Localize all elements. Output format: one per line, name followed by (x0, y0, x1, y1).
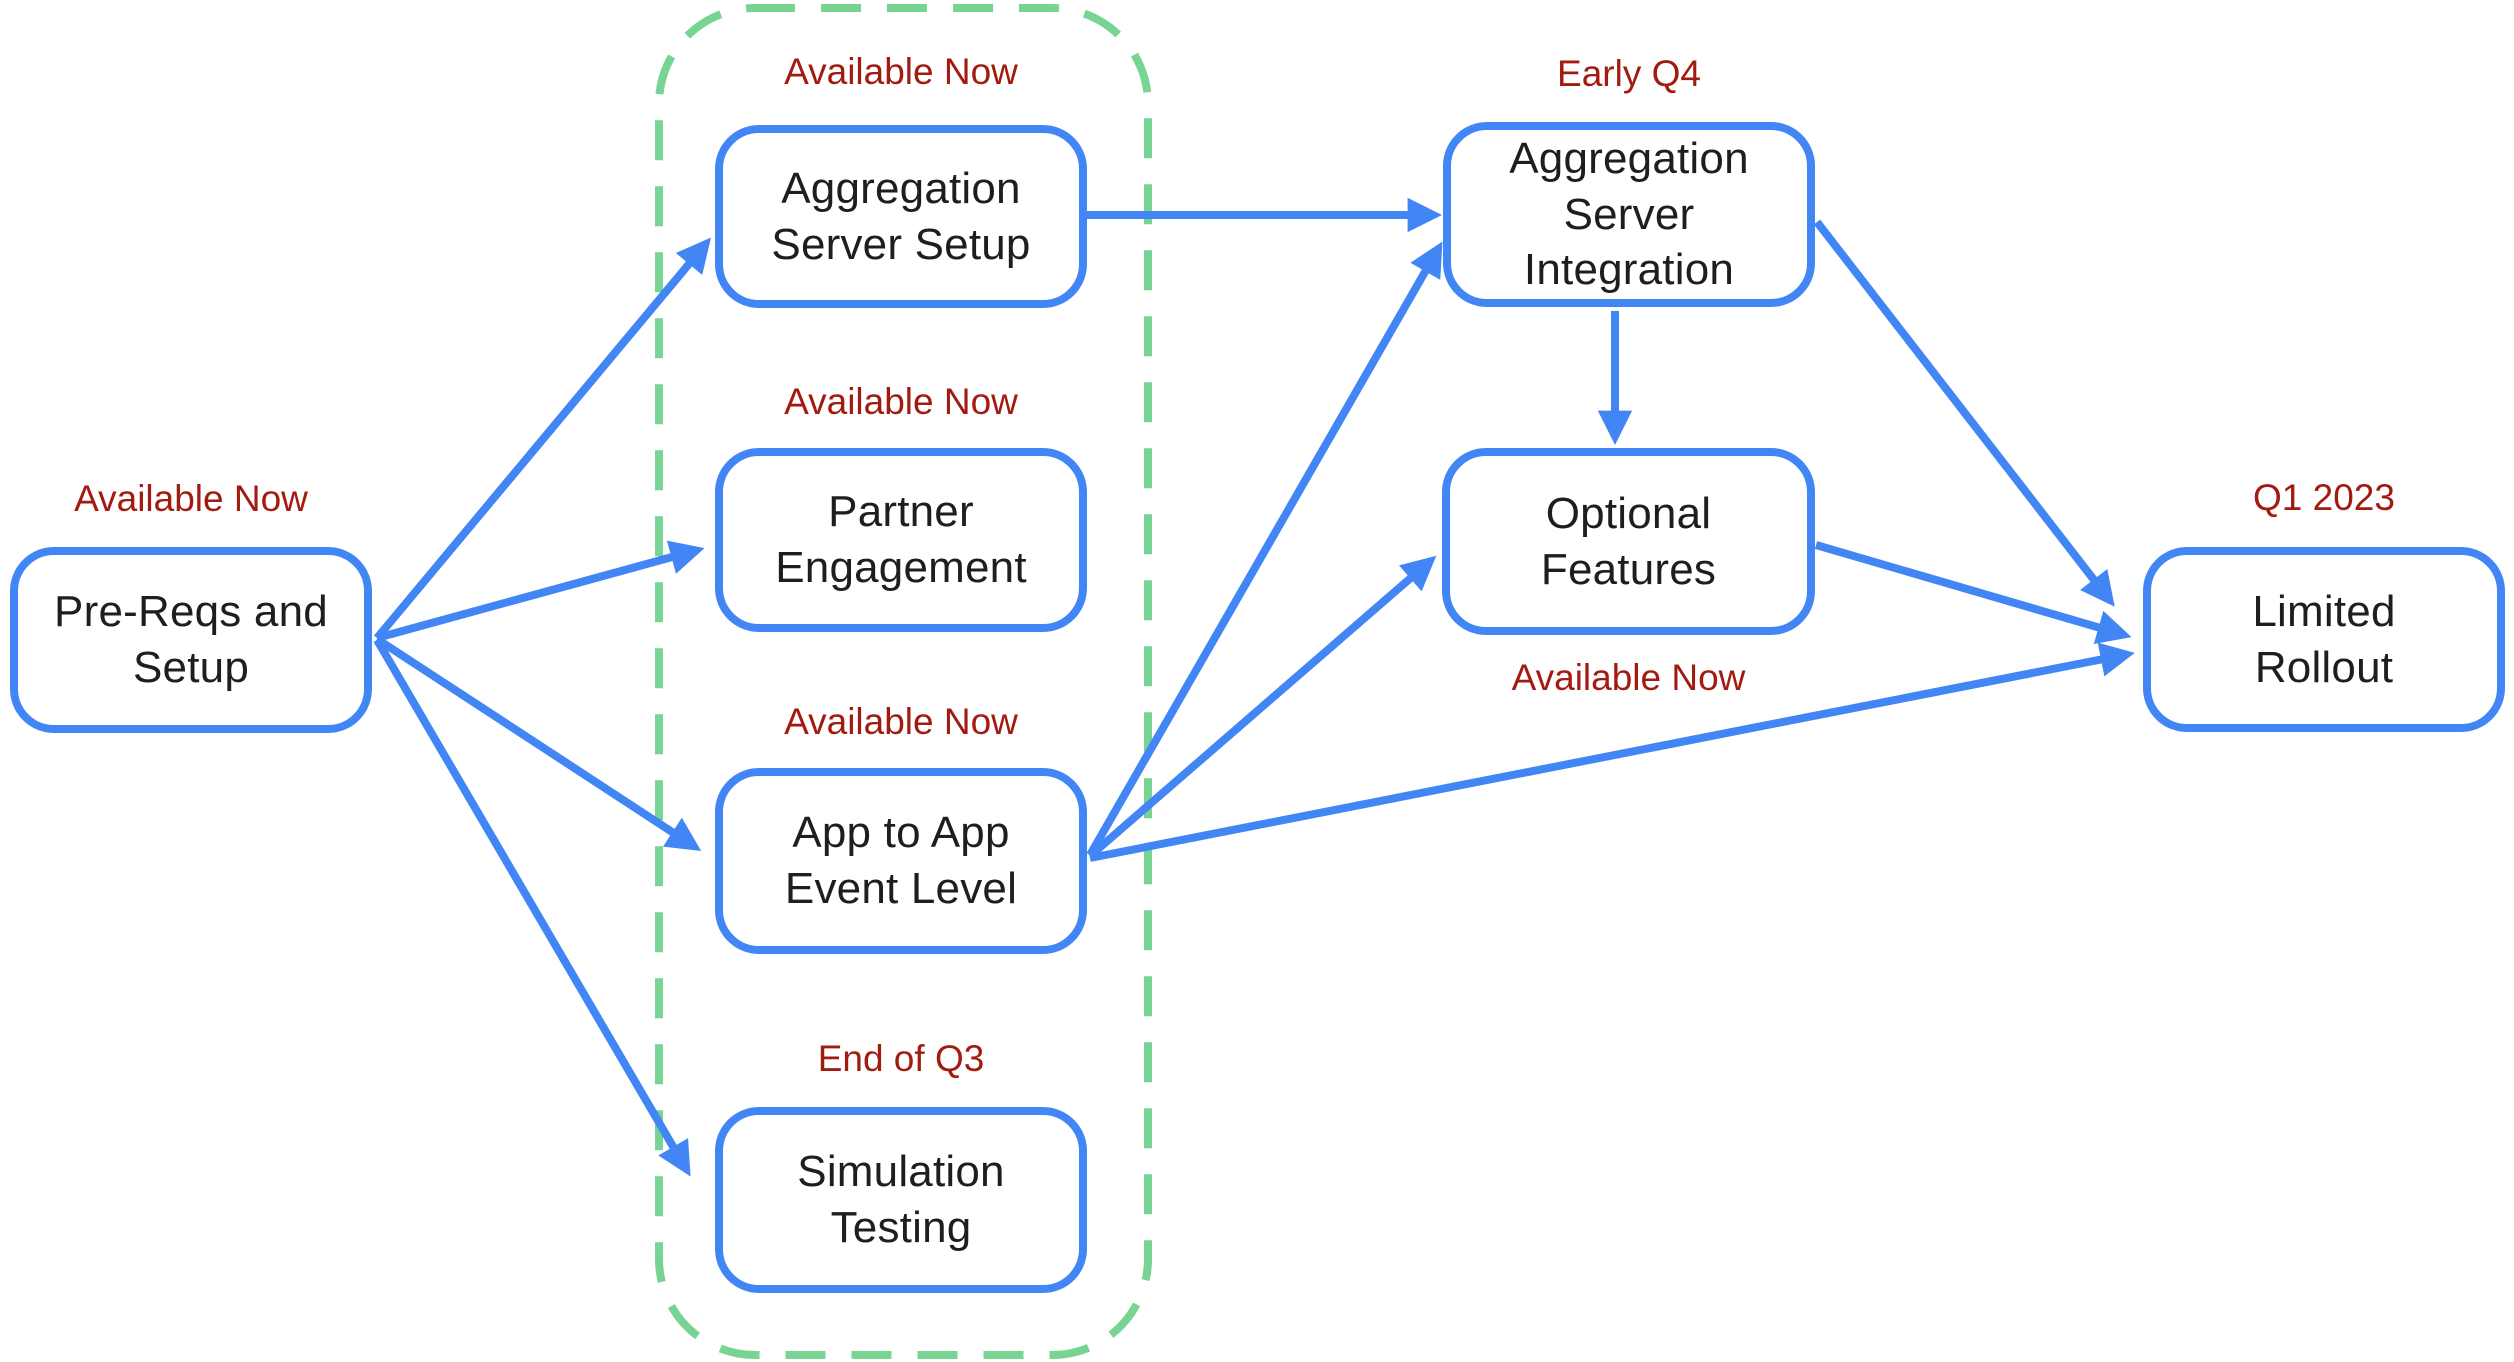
edge-integration-to-limited-rollout (1813, 219, 2115, 607)
edge-app-to-app-to-integration (1086, 241, 1443, 857)
status-label-limited-rollout: Q1 2023 (2253, 477, 2395, 518)
status-label-partner-engagement: Available Now (784, 381, 1018, 422)
status-label-optional-features: Available Now (1511, 657, 1746, 698)
status-label-simulation-testing: End of Q3 (817, 1038, 985, 1079)
node-label-optional-features: Optional Features (1540, 488, 1717, 594)
edge-pre-reqs-to-simulation-testing (373, 637, 691, 1177)
node-aggregation-server-setup: Aggregation Server Setup (715, 125, 1087, 308)
status-label-app-to-app: Available Now (784, 701, 1018, 742)
node-label-app-to-app-event-level: App to App Event Level (784, 808, 1018, 913)
status-label-aggregation-server-integration: Early Q4 (1557, 53, 1701, 94)
edge-app-to-app-to-optional-features (1087, 555, 1437, 860)
node-label-partner-engagement: Partner Engagement (775, 487, 1027, 592)
node-label-simulation-testing: Simulation Testing (797, 1147, 1005, 1252)
edge-optional-features-to-limited-rollout (1814, 541, 2132, 644)
node-label-aggregation-server-setup: Aggregation Server Setup (771, 163, 1031, 269)
node-limited-rollout: Limited Rollout (2143, 547, 2505, 732)
node-app-to-app-event-level: App to App Event Level (715, 768, 1087, 954)
node-aggregation-server-integration: Aggregation Server Integration (1443, 122, 1815, 307)
status-label-pre-reqs: Available Now (74, 478, 308, 519)
node-label-limited-rollout: Limited Rollout (2252, 586, 2396, 692)
edge-app-to-app-to-limited-rollout (1089, 642, 2135, 862)
node-simulation-testing: Simulation Testing (715, 1107, 1087, 1293)
node-pre-reqs-and-setup: Pre-Reqs and Setup (10, 547, 372, 733)
node-partner-engagement: Partner Engagement (715, 448, 1087, 632)
edge-pre-reqs-to-partner-engagement (375, 540, 705, 642)
node-optional-features: Optional Features (1442, 448, 1815, 635)
group-available-now-outline (655, 4, 1152, 1359)
edge-pre-reqs-to-aggregation-server-setup (373, 237, 712, 641)
status-label-aggregation-server-setup: Available Now (784, 51, 1018, 92)
edge-pre-reqs-to-app-to-app-event-level (374, 635, 702, 852)
node-label-pre-reqs-and-setup: Pre-Reqs and Setup (54, 587, 328, 692)
node-label-aggregation-server-integration: Aggregation Server Integration (1509, 133, 1749, 295)
